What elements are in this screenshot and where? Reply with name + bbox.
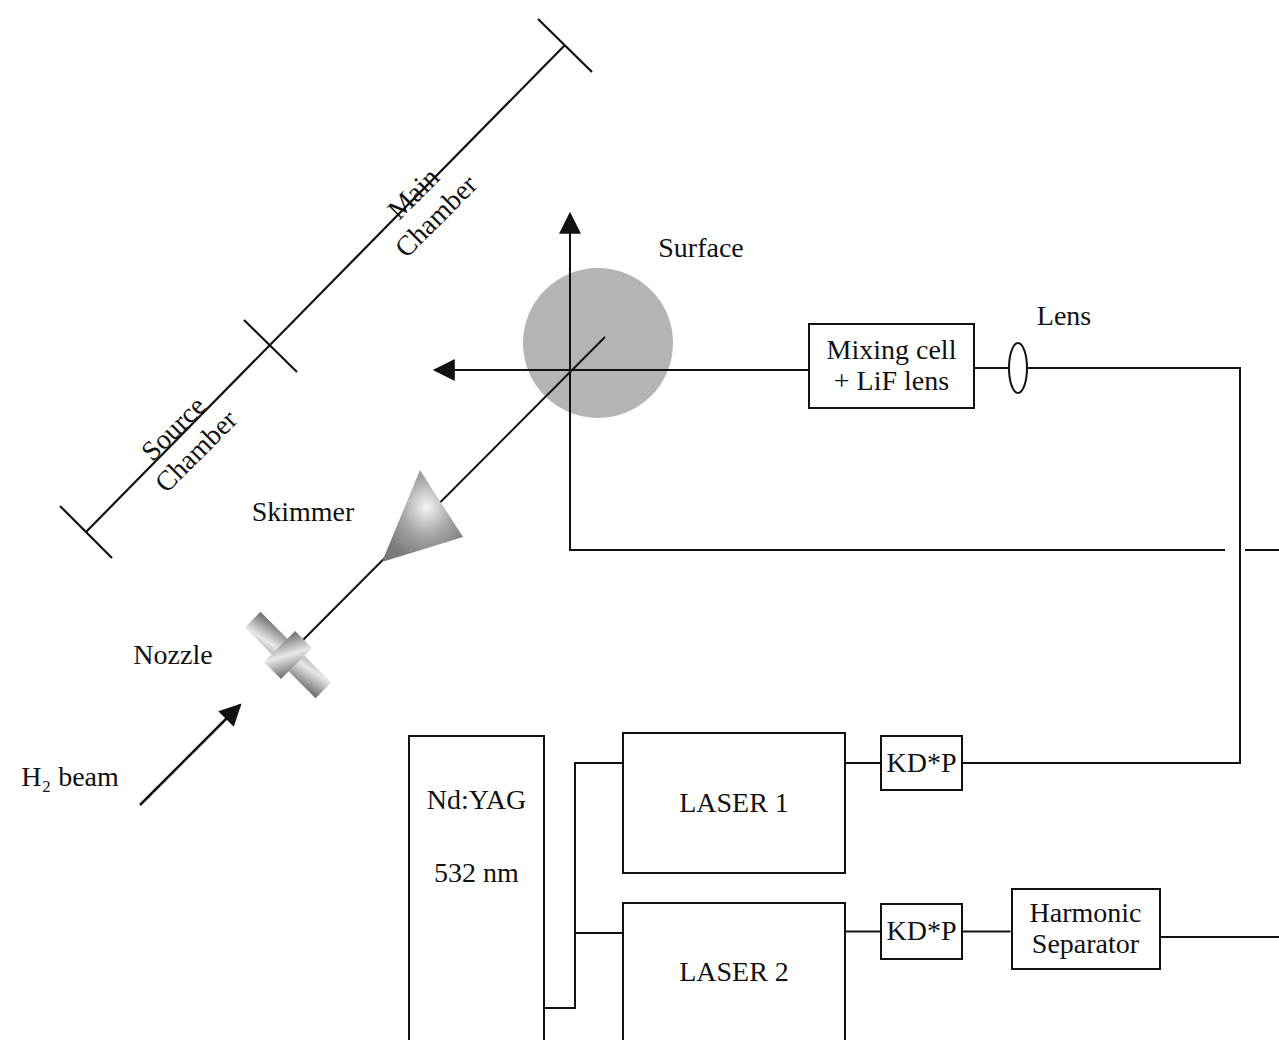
nozzle-symbol — [237, 604, 339, 706]
laser-beam — [1158, 936, 1279, 938]
beam-connector — [545, 933, 622, 1008]
beam-connector — [846, 762, 880, 764]
box-text: 532 nm — [434, 858, 519, 889]
dye-laser-box: LASER 2 — [622, 902, 846, 1040]
laser-beam — [435, 369, 808, 371]
doubling-crystal-box: KD*P — [880, 903, 963, 960]
beam-connector — [963, 368, 1240, 763]
laser-beam — [570, 549, 1225, 551]
doubling-crystal-box: KD*P — [880, 735, 963, 791]
box-text: Harmonic Separator — [1016, 898, 1156, 960]
box-text: LASER 1 — [679, 788, 789, 819]
region-label: Main Chamber — [363, 143, 486, 266]
box-text: Nd:YAG — [427, 785, 527, 816]
molecular-beam — [300, 337, 605, 643]
beam-connector — [545, 763, 622, 1008]
mixing-cell-box: Mixing cell + LiF lens — [808, 323, 975, 409]
beam-connector — [963, 931, 1011, 933]
laser-beam — [1245, 549, 1279, 551]
harmonic-separator-box: Harmonic Separator — [1011, 888, 1161, 970]
part-label: Nozzle — [133, 639, 212, 671]
part-label: Skimmer — [252, 496, 355, 528]
region-label: Source Chamber — [123, 378, 246, 501]
skimmer-symbol — [382, 470, 463, 562]
beam-label: H₂ beam — [21, 761, 119, 793]
box-text: KD*P — [886, 916, 956, 947]
beam-arrow — [140, 705, 240, 805]
part-label: Lens — [1037, 300, 1091, 332]
laser-beam — [569, 214, 571, 551]
pump-laser-box: Nd:YAG 532 nm — [408, 735, 545, 1040]
beam-connector — [846, 931, 880, 933]
lens-symbol — [1009, 343, 1027, 393]
dye-laser-box: LASER 1 — [622, 732, 846, 874]
box-text: LASER 2 — [679, 957, 789, 988]
chamber-scale — [60, 19, 592, 558]
box-text: Mixing cell + LiF lens — [821, 335, 963, 397]
part-label: Surface — [658, 232, 744, 264]
box-text: KD*P — [886, 748, 956, 779]
